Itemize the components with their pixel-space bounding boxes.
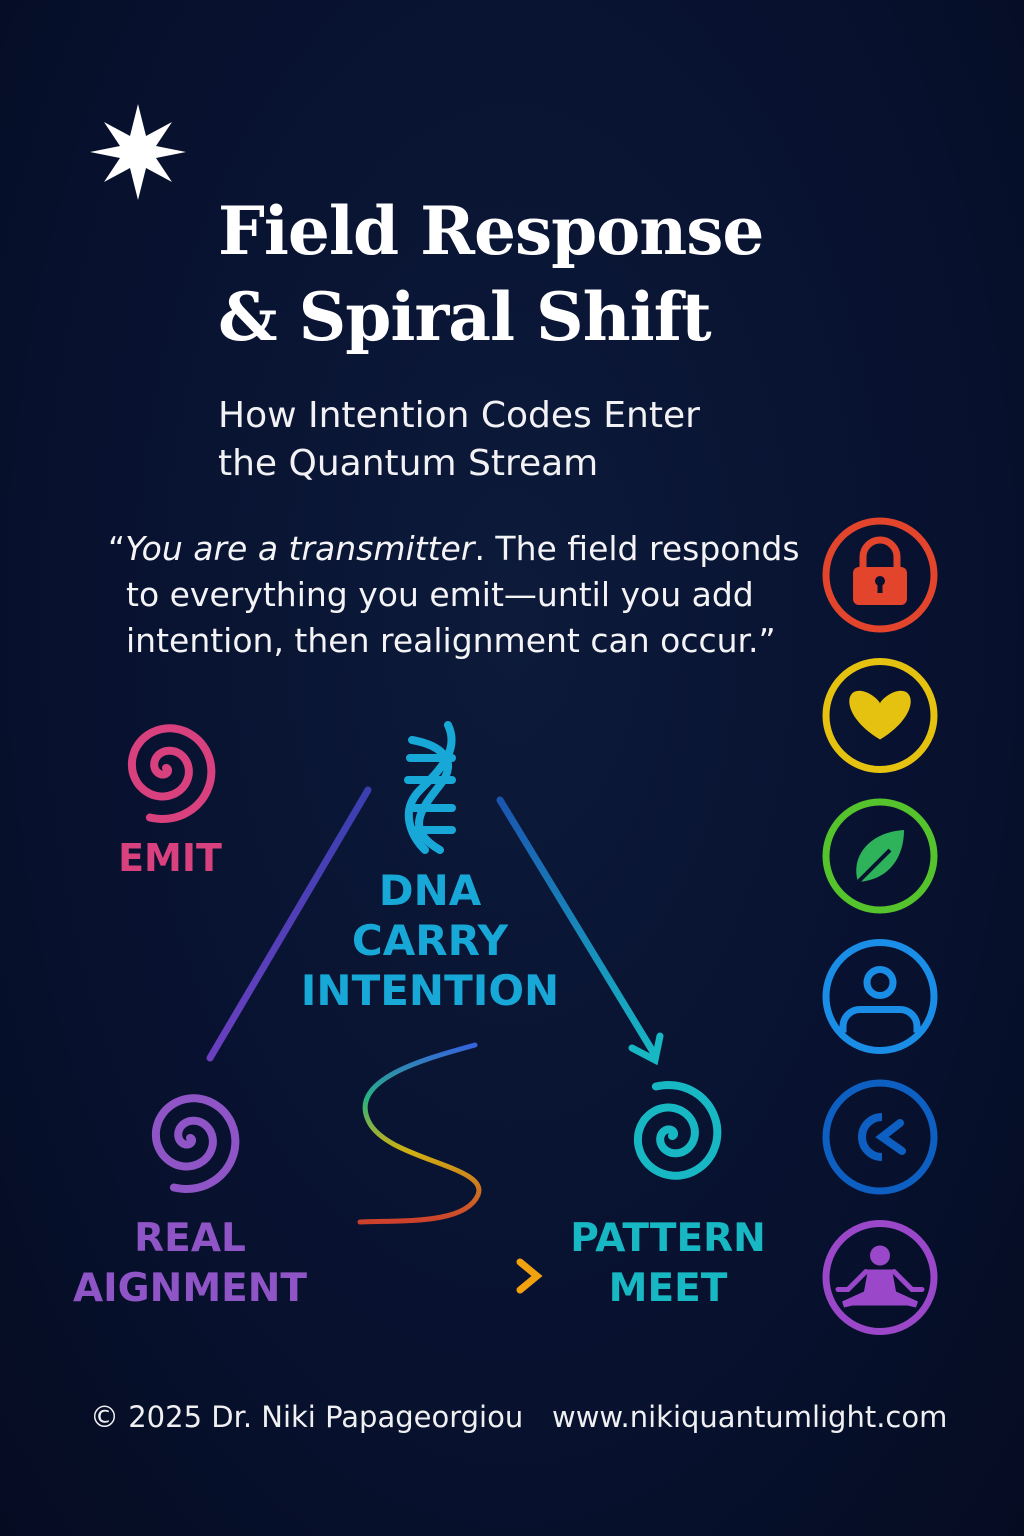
quantum-stream <box>357 1042 482 1225</box>
subtitle-line-2: the Quantum Stream <box>218 443 599 484</box>
pattern-meet-label: PATTERN MEET <box>556 1214 780 1314</box>
connect-icon <box>822 1079 938 1195</box>
dna-label: DNA CARRY INTENTION <box>290 866 570 1016</box>
heart-icon <box>822 658 938 773</box>
subtitle: How Intention Codes Enter the Quantum St… <box>218 392 700 488</box>
dna-to-pattern-arrow <box>496 796 664 1066</box>
quote-line-2: to everything you emit—until you add <box>126 575 754 614</box>
subtitle-line-1: How Intention Codes Enter <box>218 395 700 436</box>
dna-label-line: INTENTION <box>300 966 560 1015</box>
lock-icon <box>822 517 938 633</box>
real-label-line: REAL <box>134 1216 246 1261</box>
meditation-icon <box>822 1220 938 1335</box>
leaf-icon <box>822 798 938 914</box>
real-to-pattern-arrow <box>318 1258 543 1294</box>
pattern-spiral-icon <box>633 1080 722 1180</box>
dna-label-line: CARRY <box>351 916 509 965</box>
quote-line-3: intention, then realignment can occur.” <box>126 621 776 660</box>
emit-to-dna-line <box>206 786 372 1062</box>
emit-label: EMIT <box>118 836 222 880</box>
pattern-label-line: PATTERN <box>570 1216 766 1261</box>
dna-icon <box>404 721 456 854</box>
real-label-line: AIGNMENT <box>72 1266 308 1311</box>
quote-open: “ <box>108 529 126 568</box>
real-spiral-icon <box>151 1094 240 1194</box>
pattern-label-line: MEET <box>608 1266 728 1311</box>
title-line-1: Field Response <box>218 192 764 270</box>
copyright: © 2025 Dr. Niki Papageorgiou <box>90 1400 524 1434</box>
emit-spiral-icon <box>127 724 216 824</box>
quote-line-1: . The field responds <box>474 529 800 568</box>
star-icon <box>90 104 186 200</box>
quote: “You are a transmitter. The field respon… <box>108 526 808 664</box>
quote-italic: You are a transmitter <box>125 529 475 568</box>
person-icon <box>822 939 938 1054</box>
title-line-2: & Spiral Shift <box>218 278 712 356</box>
website-link[interactable]: www.nikiquantumlight.com <box>552 1400 948 1434</box>
page-title: Field Response & Spiral Shift <box>218 188 764 360</box>
dna-label-line: DNA <box>378 866 482 915</box>
real-alignment-label: REAL AIGNMENT <box>70 1214 310 1314</box>
